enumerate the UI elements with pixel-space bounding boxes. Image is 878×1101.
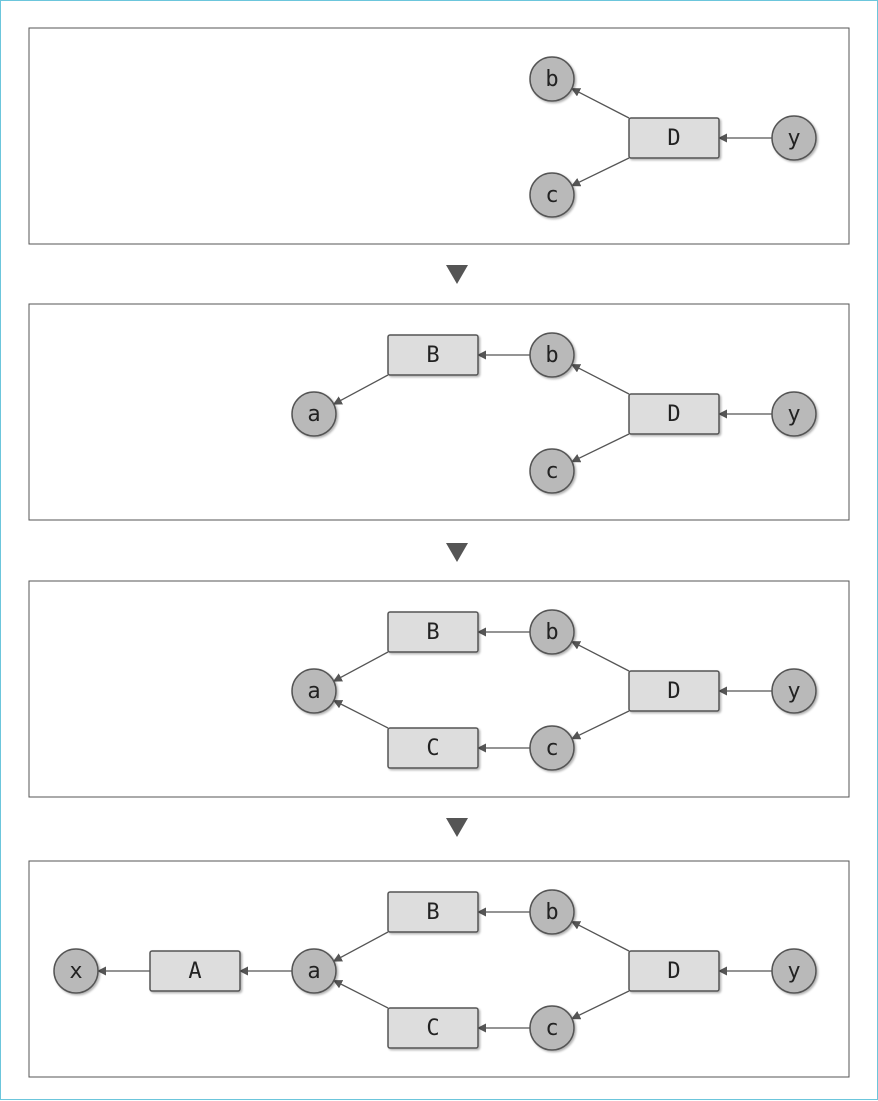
node-a: a [291, 391, 337, 437]
node-B: B [387, 334, 479, 376]
node-label: C [426, 1016, 439, 1041]
down-arrow-icon [446, 818, 468, 837]
edge-D-to-c [571, 710, 630, 740]
node-label: y [787, 959, 800, 984]
edge-B-to-a [332, 651, 389, 682]
node-c: c [529, 448, 575, 494]
node-label: b [545, 900, 558, 925]
edge-B-to-a [332, 374, 389, 405]
down-arrow-icon [446, 265, 468, 284]
node-D: D [628, 117, 720, 159]
edge-D-to-c [571, 157, 630, 187]
node-label: B [426, 620, 439, 645]
node-a: a [291, 948, 337, 994]
edge-D-to-c [571, 433, 630, 463]
node-A: A [149, 950, 241, 992]
node-label: b [545, 620, 558, 645]
node-label: D [667, 402, 680, 427]
node-c: c [529, 725, 575, 771]
node-label: C [426, 736, 439, 761]
node-label: y [787, 126, 800, 151]
node-y: y [771, 115, 817, 161]
edge-B-to-a [332, 931, 389, 962]
node-D: D [628, 950, 720, 992]
node-c: c [529, 1005, 575, 1051]
node-label: B [426, 900, 439, 925]
edge-D-to-b [570, 364, 630, 395]
down-arrow-icon [446, 543, 468, 562]
node-label: B [426, 343, 439, 368]
edge-D-to-b [570, 921, 630, 952]
node-B: B [387, 611, 479, 653]
node-label: a [307, 402, 320, 427]
node-C: C [387, 727, 479, 769]
node-label: c [545, 183, 558, 208]
node-label: a [307, 679, 320, 704]
node-y: y [771, 391, 817, 437]
node-label: A [188, 959, 201, 984]
node-label: D [667, 959, 680, 984]
node-a: a [291, 668, 337, 714]
edge-D-to-b [570, 641, 630, 672]
node-x: x [53, 948, 99, 994]
node-B: B [387, 891, 479, 933]
node-c: c [529, 172, 575, 218]
node-label: a [307, 959, 320, 984]
edge-C-to-a [333, 699, 389, 729]
edge-C-to-a [333, 979, 389, 1009]
node-D: D [628, 670, 720, 712]
node-label: D [667, 126, 680, 151]
node-y: y [771, 948, 817, 994]
node-label: b [545, 67, 558, 92]
node-label: y [787, 402, 800, 427]
node-label: D [667, 679, 680, 704]
node-label: c [545, 1016, 558, 1041]
node-label: y [787, 679, 800, 704]
node-b: b [529, 332, 575, 378]
node-C: C [387, 1007, 479, 1049]
node-b: b [529, 609, 575, 655]
node-label: c [545, 736, 558, 761]
node-label: x [69, 959, 82, 984]
node-label: c [545, 459, 558, 484]
node-y: y [771, 668, 817, 714]
node-b: b [529, 56, 575, 102]
edge-D-to-c [571, 990, 630, 1020]
node-D: D [628, 393, 720, 435]
panel-border [28, 27, 850, 245]
edge-D-to-b [570, 88, 630, 119]
node-b: b [529, 889, 575, 935]
node-label: b [545, 343, 558, 368]
